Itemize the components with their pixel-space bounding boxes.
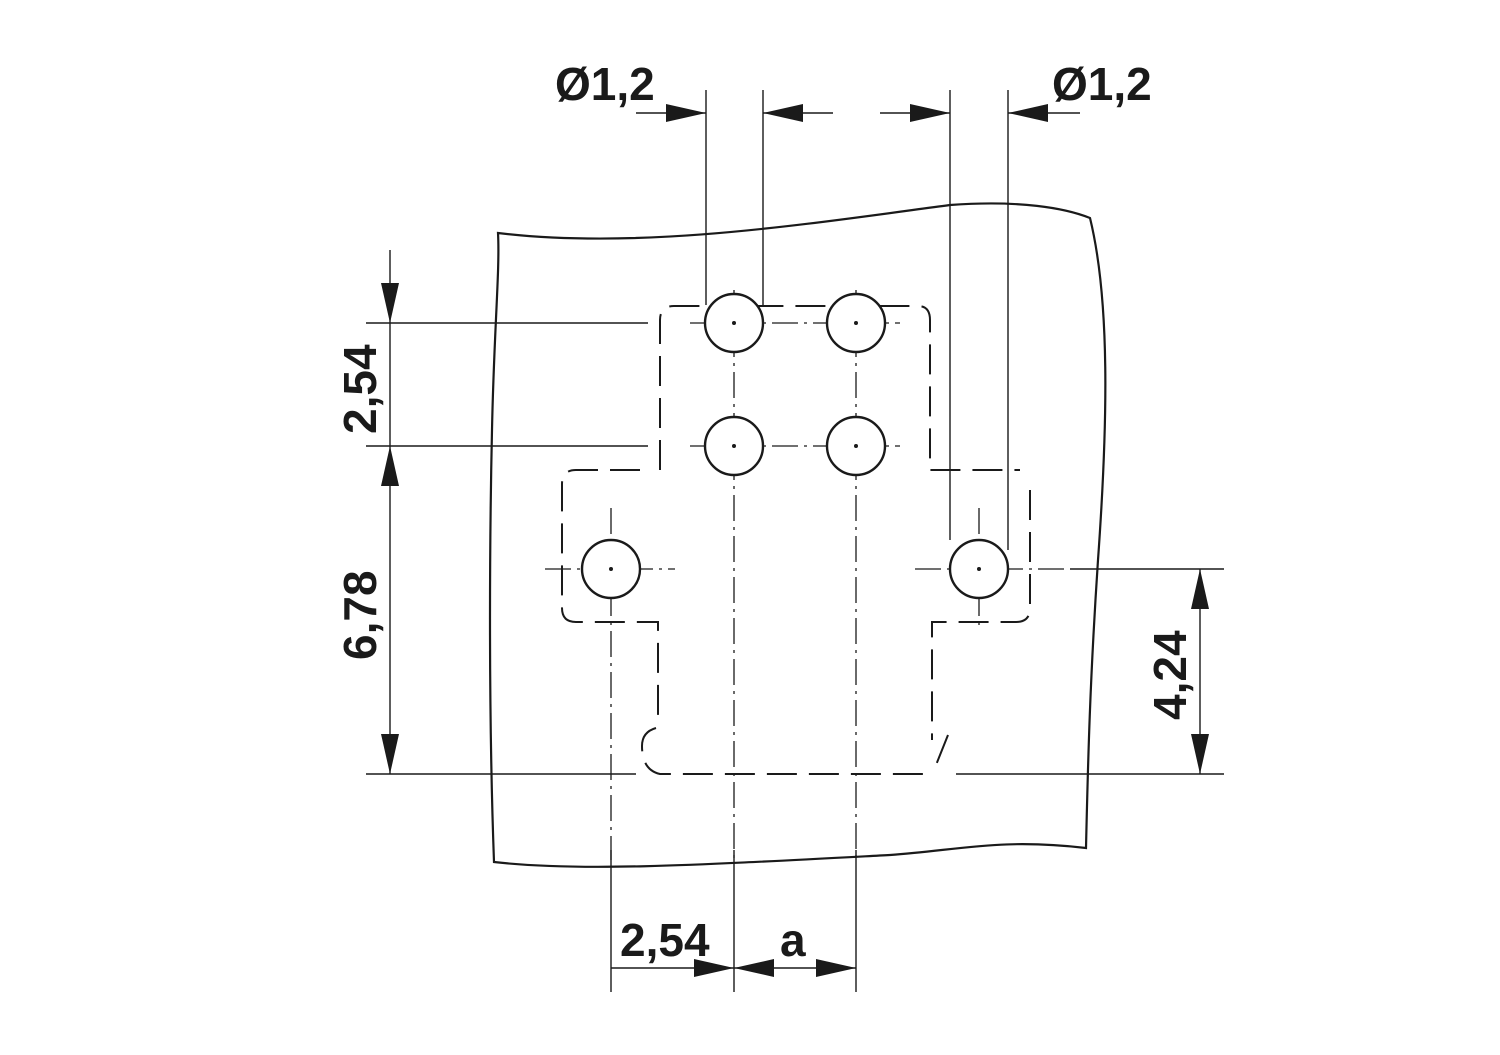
label-diameter-left: Ø1,2 <box>555 58 655 110</box>
label-side-pin-height: 4,24 <box>1144 630 1196 720</box>
hole-top-left <box>703 292 765 354</box>
hole-side-left <box>580 538 642 600</box>
hole-middle-right <box>825 415 887 477</box>
label-variable-pitch: a <box>780 914 806 966</box>
hole-top-right <box>825 292 887 354</box>
hole-middle-left <box>703 415 765 477</box>
dimension-diameter-left: Ø1,2 <box>555 58 833 122</box>
drill-holes <box>580 292 1010 600</box>
pcb-outline <box>488 202 1107 868</box>
dimension-right-vertical: 4,24 <box>1144 569 1209 774</box>
extension-lines <box>366 90 1224 992</box>
dimension-left-vertical: 2,54 6,78 <box>334 250 399 774</box>
dimension-bottom-horizontal: 2,54 a <box>611 914 856 977</box>
label-diameter-right: Ø1,2 <box>1052 58 1152 110</box>
hole-side-right <box>948 538 1010 600</box>
label-offset-vertical: 6,78 <box>334 570 386 660</box>
dimension-diameter-right: Ø1,2 <box>880 58 1152 122</box>
label-column-pitch: 2,54 <box>620 914 710 966</box>
component-footprint-outline <box>561 305 1031 775</box>
label-row-pitch: 2,54 <box>334 344 386 434</box>
